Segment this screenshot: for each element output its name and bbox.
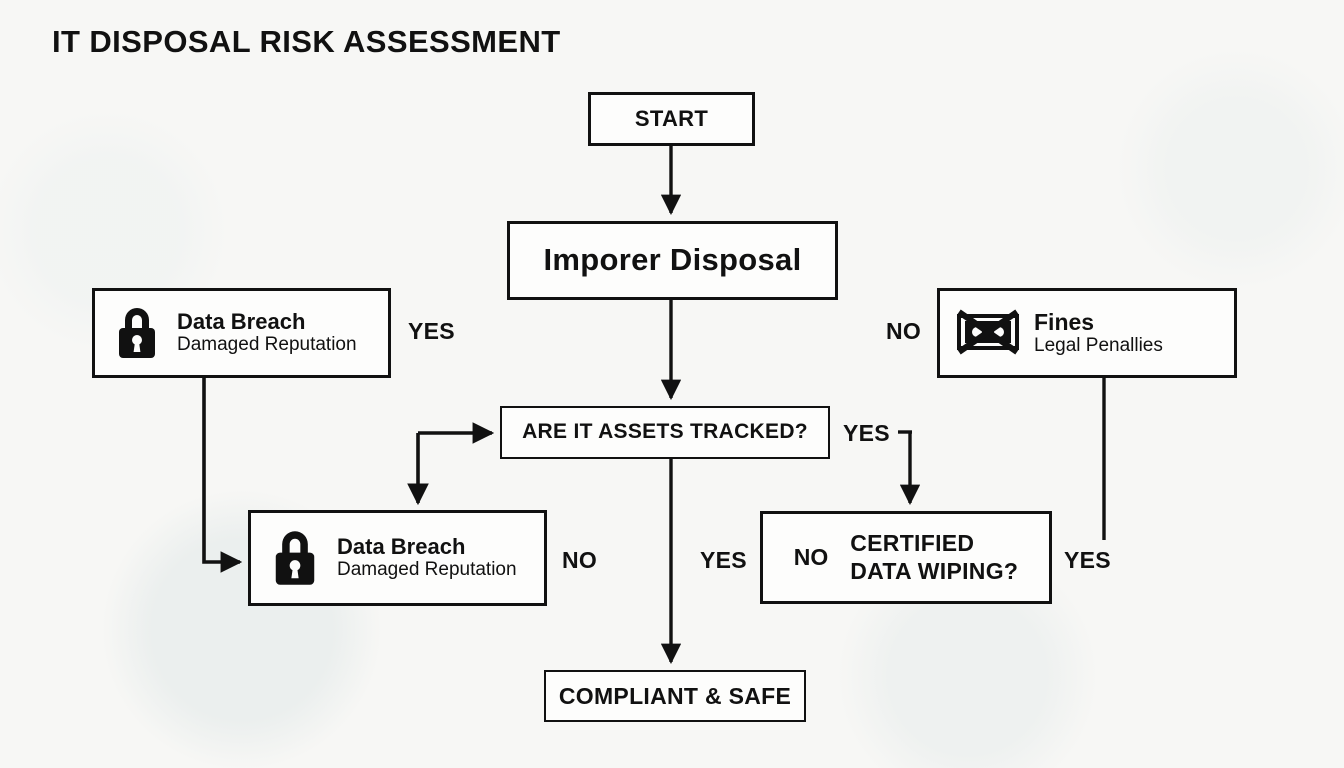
edge-label-no-top: NO — [886, 318, 922, 344]
edge-tracked-yes-to-wiping — [898, 430, 921, 506]
node-are-it-assets-tracked[interactable]: ARE IT ASSETS TRACKED? — [500, 406, 830, 459]
edge-breach-top-to-breach-mid — [202, 378, 243, 573]
page-title: IT DISPOSAL RISK ASSESSMENT — [52, 24, 561, 59]
node-start[interactable]: START — [588, 92, 755, 146]
risk-card-fines-text: Fines Legal Penallies — [1034, 310, 1163, 356]
risk-card-title: Fines — [1034, 308, 1095, 335]
lock-icon — [119, 308, 155, 358]
risk-card-data-breach-top[interactable]: Data Breach Damaged Reputation — [92, 288, 391, 378]
edge-left-elbow-into-tracked — [407, 422, 495, 506]
edge-label-no-mid: NO — [562, 547, 598, 573]
node-improper-disposal-label: Imporer Disposal — [543, 242, 802, 278]
node-start-label: START — [634, 106, 709, 132]
lock-icon — [275, 531, 315, 585]
node-compliant-and-safe[interactable]: COMPLIANT & SAFE — [544, 670, 806, 722]
node-certified-data-wiping-no-label: NO — [793, 544, 829, 570]
node-certified-data-wiping-label: CERTIFIED DATA WIPING? — [850, 530, 1019, 584]
risk-card-title: Data Breach — [177, 309, 306, 335]
edge-label-yes-center: YES — [700, 547, 747, 573]
node-are-it-assets-tracked-label: ARE IT ASSETS TRACKED? — [522, 420, 808, 444]
crossed-banknote-icon — [957, 309, 1019, 355]
edge-label-yes-right: YES — [1064, 547, 1111, 573]
risk-card-fines[interactable]: Fines Legal Penallies — [937, 288, 1237, 378]
risk-card-subtitle: Damaged Reputation — [337, 559, 517, 581]
node-compliant-and-safe-label: COMPLIANT & SAFE — [558, 682, 792, 709]
risk-card-data-breach-top-text: Data Breach Damaged Reputation — [177, 310, 357, 355]
risk-card-data-breach-mid[interactable]: Data Breach Damaged Reputation — [248, 510, 547, 606]
risk-card-subtitle: Damaged Reputation — [177, 334, 357, 356]
edge-label-yes-tracked: YES — [843, 420, 890, 446]
node-certified-data-wiping[interactable]: NO CERTIFIED DATA WIPING? — [760, 511, 1052, 604]
risk-card-subtitle: Legal Penallies — [1034, 334, 1163, 356]
node-certified-data-wiping-content: NO CERTIFIED DATA WIPING? — [778, 530, 1034, 584]
edge-label-yes-top: YES — [408, 318, 455, 344]
risk-card-data-breach-mid-text: Data Breach Damaged Reputation — [337, 535, 517, 580]
node-improper-disposal[interactable]: Imporer Disposal — [507, 221, 838, 300]
risk-card-title: Data Breach — [337, 534, 466, 560]
